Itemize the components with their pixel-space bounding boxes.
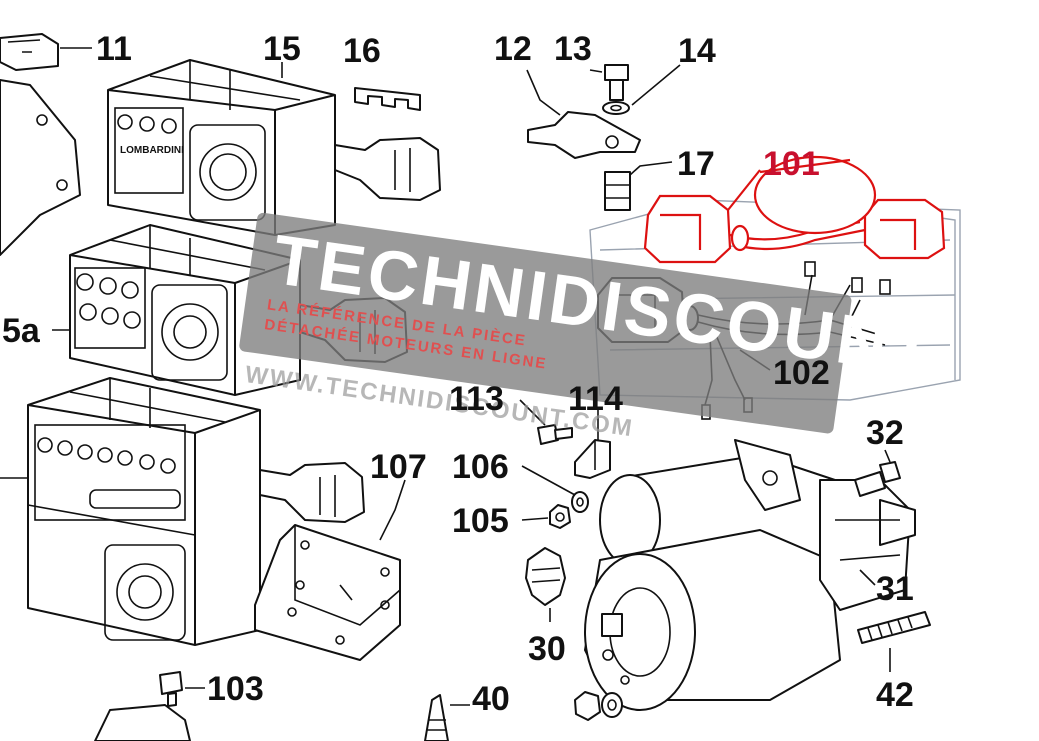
callout-105: 105 bbox=[452, 502, 509, 540]
part-105-nut bbox=[521, 504, 571, 529]
callout-12: 12 bbox=[494, 30, 532, 68]
part-15-control-panel: LOMBARDINI bbox=[107, 59, 441, 236]
part-103-bolt bbox=[159, 671, 205, 707]
callout-103: 103 bbox=[207, 670, 264, 708]
callout-113: 113 bbox=[449, 380, 504, 418]
bottom-nuts bbox=[574, 691, 623, 721]
callout-32: 32 bbox=[866, 414, 904, 452]
callout-30: 30 bbox=[528, 630, 566, 668]
part-40-glow-plug bbox=[424, 694, 470, 741]
part-13-screw bbox=[589, 64, 629, 101]
part-113-bolt bbox=[519, 399, 573, 445]
part-14-washer bbox=[602, 64, 681, 115]
part-114-bracket bbox=[574, 410, 611, 479]
left-mounting-bracket bbox=[0, 79, 81, 256]
callout-17: 17 bbox=[677, 145, 715, 183]
part-12-terminal bbox=[526, 69, 641, 159]
part-32-bolt bbox=[854, 449, 901, 497]
part-101-wiring-harness-highlighted bbox=[643, 155, 946, 264]
part-107-bracket bbox=[254, 479, 406, 661]
callout-106: 106 bbox=[452, 448, 509, 486]
callout-40: 40 bbox=[472, 680, 510, 718]
panel-brand-label: LOMBARDINI bbox=[120, 145, 184, 156]
callout-15: 15 bbox=[263, 30, 301, 68]
part-31-solenoid-leader bbox=[859, 569, 876, 586]
callout-42: 42 bbox=[876, 676, 914, 714]
callout-5a: 5a bbox=[2, 312, 41, 350]
starter-motor bbox=[584, 439, 916, 711]
callout-11: 11 bbox=[96, 30, 132, 68]
part-42-stud bbox=[857, 611, 931, 672]
callout-107: 107 bbox=[370, 448, 427, 486]
callout-114: 114 bbox=[568, 380, 623, 418]
part-16-clip bbox=[354, 87, 421, 111]
part-11-connector bbox=[0, 33, 92, 71]
part-106-washer bbox=[521, 465, 589, 513]
callout-13: 13 bbox=[554, 30, 592, 68]
callout-101: 101 bbox=[763, 145, 820, 183]
part-30-plug bbox=[525, 547, 566, 622]
callout-31: 31 bbox=[876, 570, 914, 608]
part-17-spacer bbox=[604, 161, 673, 211]
callout-16: 16 bbox=[343, 32, 381, 70]
watermark: TECHNIDISCOUNT LA RÉFÉRENCE DE LA PIÈCE … bbox=[239, 212, 941, 442]
callout-14: 14 bbox=[678, 32, 716, 70]
callout-102: 102 bbox=[773, 354, 830, 392]
bottom-left-housing bbox=[94, 704, 191, 741]
engine-control-panel-lower bbox=[0, 377, 365, 646]
